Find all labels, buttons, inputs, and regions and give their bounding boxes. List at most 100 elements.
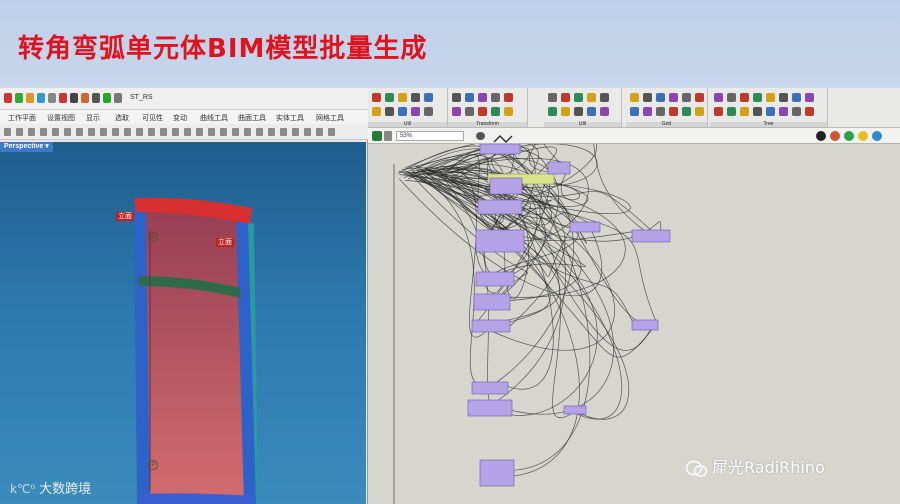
tab-item-6[interactable]: 曲线工具 bbox=[200, 115, 228, 122]
command-icon[interactable] bbox=[160, 128, 167, 136]
component-icon[interactable] bbox=[600, 107, 609, 116]
component-icon[interactable] bbox=[727, 107, 736, 116]
tab-item-3[interactable]: 选取 bbox=[115, 115, 129, 122]
viewport-tab-perspective[interactable]: Perspective ▾ bbox=[0, 142, 53, 152]
component-icon[interactable] bbox=[452, 107, 461, 116]
command-icon[interactable] bbox=[244, 128, 251, 136]
command-icon[interactable] bbox=[292, 128, 299, 136]
file-icon[interactable] bbox=[384, 131, 392, 141]
component-icon[interactable] bbox=[504, 93, 513, 102]
component-icon[interactable] bbox=[587, 93, 596, 102]
component-icon[interactable] bbox=[792, 107, 801, 116]
record-icon[interactable] bbox=[59, 93, 67, 103]
component-icon[interactable] bbox=[491, 93, 500, 102]
command-icon[interactable] bbox=[148, 128, 155, 136]
command-icon[interactable] bbox=[268, 128, 275, 136]
component-icon[interactable] bbox=[669, 107, 678, 116]
tab-item-9[interactable]: 网格工具 bbox=[316, 115, 344, 122]
component-icon[interactable] bbox=[630, 93, 639, 102]
tab-item-7[interactable]: 曲面工具 bbox=[238, 115, 266, 122]
command-icon[interactable] bbox=[328, 128, 335, 136]
command-icon[interactable] bbox=[124, 128, 131, 136]
component-icon[interactable] bbox=[548, 107, 557, 116]
eye-icon[interactable] bbox=[476, 132, 485, 140]
component-icon[interactable] bbox=[478, 93, 487, 102]
component-icon[interactable] bbox=[561, 107, 570, 116]
tab-item-1[interactable]: 设置视图 bbox=[47, 115, 75, 122]
command-icon[interactable] bbox=[40, 128, 47, 136]
component-icon[interactable] bbox=[682, 107, 691, 116]
tab-item-2[interactable]: 显示 bbox=[86, 115, 100, 122]
command-icon[interactable] bbox=[28, 128, 35, 136]
component-icon[interactable] bbox=[398, 107, 407, 116]
component-icon[interactable] bbox=[695, 93, 704, 102]
command-icon[interactable] bbox=[76, 128, 83, 136]
component-icon[interactable] bbox=[491, 107, 500, 116]
component-icon[interactable] bbox=[669, 93, 678, 102]
command-icon[interactable] bbox=[112, 128, 119, 136]
command-icon[interactable] bbox=[100, 128, 107, 136]
tab-item-8[interactable]: 实体工具 bbox=[276, 115, 304, 122]
tab-item-0[interactable]: 工作平面 bbox=[8, 115, 36, 122]
component-icon[interactable] bbox=[753, 93, 762, 102]
component-icon[interactable] bbox=[574, 107, 583, 116]
command-icon[interactable] bbox=[196, 128, 203, 136]
component-icon[interactable] bbox=[574, 93, 583, 102]
zoom-field[interactable]: 53% bbox=[396, 131, 464, 141]
component-icon[interactable] bbox=[504, 107, 513, 116]
layer-icon[interactable] bbox=[48, 93, 56, 103]
component-icon[interactable] bbox=[398, 93, 407, 102]
component-icon[interactable] bbox=[411, 93, 420, 102]
command-icon[interactable] bbox=[316, 128, 323, 136]
component-icon[interactable] bbox=[805, 93, 814, 102]
preview-selected-icon[interactable] bbox=[844, 131, 854, 141]
component-icon[interactable] bbox=[587, 107, 596, 116]
component-icon[interactable] bbox=[600, 93, 609, 102]
render-icon[interactable] bbox=[81, 93, 89, 103]
component-icon[interactable] bbox=[478, 107, 487, 116]
component-icon[interactable] bbox=[740, 93, 749, 102]
command-icon[interactable] bbox=[304, 128, 311, 136]
component-icon[interactable] bbox=[424, 93, 433, 102]
command-icon[interactable] bbox=[64, 128, 71, 136]
component-icon[interactable] bbox=[372, 93, 381, 102]
component-icon[interactable] bbox=[714, 107, 723, 116]
command-icon[interactable] bbox=[136, 128, 143, 136]
component-icon[interactable] bbox=[643, 93, 652, 102]
tab-item-4[interactable]: 可见性 bbox=[142, 115, 163, 122]
print-icon[interactable] bbox=[70, 93, 78, 103]
command-icon[interactable] bbox=[208, 128, 215, 136]
command-icon[interactable] bbox=[280, 128, 287, 136]
component-icon[interactable] bbox=[411, 107, 420, 116]
component-icon[interactable] bbox=[727, 93, 736, 102]
component-icon[interactable] bbox=[714, 93, 723, 102]
preview-world-icon[interactable] bbox=[872, 131, 882, 141]
preview-black-icon[interactable] bbox=[816, 131, 826, 141]
component-icon[interactable] bbox=[424, 107, 433, 116]
preview-mode-icons[interactable] bbox=[492, 131, 514, 144]
check-icon[interactable] bbox=[103, 93, 111, 103]
component-icon[interactable] bbox=[779, 93, 788, 102]
command-icon[interactable] bbox=[256, 128, 263, 136]
command-icon[interactable] bbox=[88, 128, 95, 136]
component-icon[interactable] bbox=[753, 107, 762, 116]
redo-icon[interactable] bbox=[15, 93, 23, 103]
grid-icon[interactable] bbox=[37, 93, 45, 103]
component-icon[interactable] bbox=[766, 93, 775, 102]
component-icon[interactable] bbox=[656, 107, 665, 116]
perspective-viewport[interactable]: Perspective ▾ 立面 立面 bbox=[0, 142, 366, 504]
component-icon[interactable] bbox=[561, 93, 570, 102]
component-icon[interactable] bbox=[385, 107, 394, 116]
component-icon[interactable] bbox=[766, 107, 775, 116]
snap-icon[interactable] bbox=[26, 93, 34, 103]
component-icon[interactable] bbox=[630, 107, 639, 116]
grasshopper-canvas[interactable] bbox=[368, 144, 900, 504]
command-icon[interactable] bbox=[52, 128, 59, 136]
component-icon[interactable] bbox=[805, 107, 814, 116]
component-icon[interactable] bbox=[656, 93, 665, 102]
component-icon[interactable] bbox=[792, 93, 801, 102]
preview-shaded-icon[interactable] bbox=[830, 131, 840, 141]
command-icon[interactable] bbox=[16, 128, 23, 136]
command-icon[interactable] bbox=[4, 128, 11, 136]
component-icon[interactable] bbox=[643, 107, 652, 116]
